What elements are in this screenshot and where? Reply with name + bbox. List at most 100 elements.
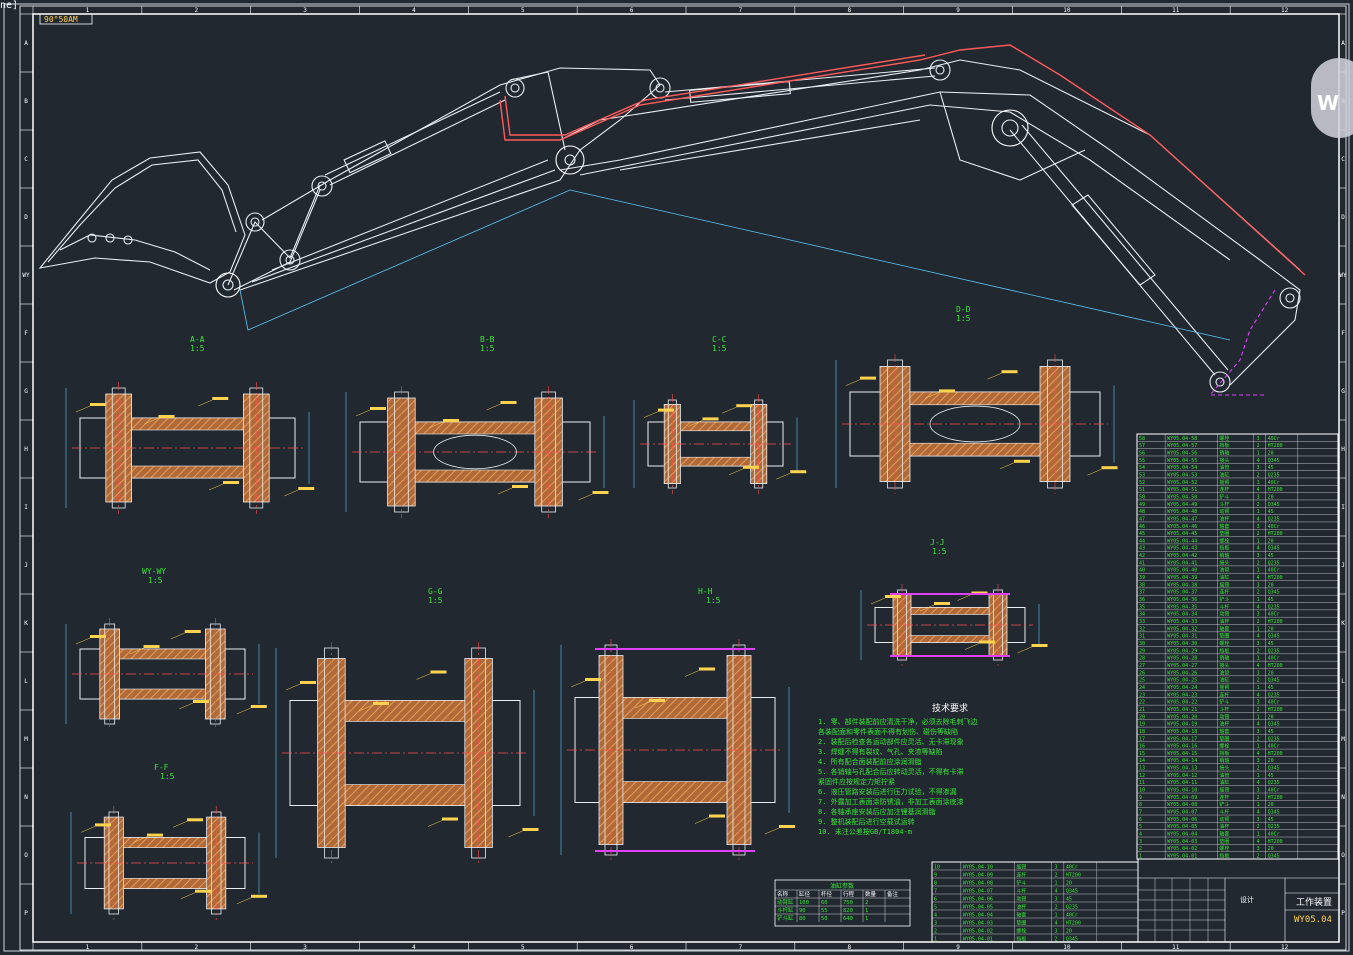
section-label-cc: C-C bbox=[712, 335, 727, 344]
border-col-label-top: 1 bbox=[86, 7, 90, 14]
part-name: 垫圈 bbox=[1016, 920, 1026, 927]
part-code: WY05.04-57 bbox=[1167, 443, 1197, 449]
part-name: 油缸 bbox=[1219, 677, 1229, 684]
part-name: 油管 bbox=[1219, 772, 1229, 779]
section-scale-gg: 1:5 bbox=[428, 596, 443, 605]
border-row-label-left: WY bbox=[22, 272, 30, 279]
part-qty: 1 bbox=[1257, 773, 1260, 779]
part-name: 动臂 bbox=[1219, 611, 1229, 618]
part-material: 45 bbox=[1268, 685, 1274, 691]
part-name: 油缸 bbox=[1219, 574, 1229, 581]
part-qty: 4 bbox=[1054, 889, 1057, 895]
part-material: Q235 bbox=[1268, 604, 1280, 610]
part-material: Q345 bbox=[1268, 678, 1280, 684]
part-material: Q345 bbox=[1268, 502, 1280, 508]
part-name: 油管 bbox=[1219, 669, 1229, 676]
border-col-label-bottom: 5 bbox=[521, 944, 525, 951]
section-label-aa: A-A bbox=[190, 335, 205, 344]
part-name: 油管 bbox=[1219, 567, 1229, 574]
part-material: 40Cr bbox=[1268, 744, 1280, 750]
part-name: 连杆 bbox=[1219, 691, 1229, 698]
part-code: WY05.04-40 bbox=[1167, 568, 1197, 574]
part-index: 1 bbox=[1139, 854, 1142, 860]
technical-requirements: 技术要求 1. 零、部件装配前应清洗干净，必须去除毛刺飞边 各装配面和零件表面不… bbox=[818, 702, 978, 836]
part-qty: 2 bbox=[1257, 472, 1260, 478]
border-row-label-right: G bbox=[1341, 388, 1345, 395]
param-table-cell: 90 bbox=[799, 908, 806, 914]
part-index: 7 bbox=[934, 889, 937, 895]
part-qty: 2 bbox=[1257, 443, 1260, 449]
part-code: WY05.04-29 bbox=[1167, 648, 1197, 654]
part-material: 20 bbox=[1268, 626, 1274, 632]
section-scale-dd: 1:5 bbox=[956, 314, 971, 323]
part-material: 20 bbox=[1268, 450, 1274, 456]
section-scale-wy: 1:5 bbox=[148, 576, 163, 585]
part-index: 36 bbox=[1139, 597, 1145, 603]
part-qty: 4 bbox=[1257, 722, 1260, 728]
part-index: 2 bbox=[1139, 846, 1142, 852]
section-label-bb: B-B bbox=[480, 335, 495, 344]
part-material: 20 bbox=[1268, 846, 1274, 852]
part-name: 螺栓 bbox=[1219, 640, 1229, 647]
part-name: 挡板 bbox=[1219, 750, 1229, 757]
part-material: HT200 bbox=[1268, 751, 1283, 757]
param-table-header: 行程 bbox=[843, 890, 855, 898]
part-index: 32 bbox=[1139, 626, 1145, 632]
part-index: 53 bbox=[1139, 472, 1145, 478]
stick-cylinder bbox=[664, 67, 936, 103]
part-material: 40Cr bbox=[1268, 524, 1280, 530]
part-qty: 1 bbox=[1257, 802, 1260, 808]
part-qty: 3 bbox=[1257, 465, 1260, 471]
part-material: 45 bbox=[1268, 817, 1274, 823]
part-index: 58 bbox=[1139, 436, 1145, 442]
part-material: 40Cr bbox=[1268, 656, 1280, 662]
bucket-pin-detail bbox=[1208, 289, 1276, 396]
part-name: 摇臂 bbox=[1219, 479, 1229, 486]
section-view-ff bbox=[70, 806, 267, 920]
part-material: 20 bbox=[1268, 714, 1274, 720]
part-material: 45 bbox=[1066, 897, 1072, 903]
section-view-jj bbox=[860, 584, 1048, 666]
border-col-label-top: 3 bbox=[303, 7, 307, 14]
tech-req-line: 2. 装配后检查各运动部件应灵活、无卡滞现象 bbox=[818, 737, 964, 746]
part-index: 52 bbox=[1139, 480, 1145, 486]
part-material: 20 bbox=[1268, 670, 1274, 676]
part-qty: 3 bbox=[1054, 897, 1057, 903]
part-material: Q345 bbox=[1066, 889, 1078, 895]
part-code: WY05.04-13 bbox=[1167, 766, 1197, 772]
part-qty: 3 bbox=[1054, 929, 1057, 935]
part-name: 垫圈 bbox=[1219, 530, 1229, 537]
part-qty: 1 bbox=[1257, 685, 1260, 691]
part-name: 连杆 bbox=[1219, 589, 1229, 596]
part-material: HT200 bbox=[1268, 531, 1283, 537]
border-row-label-right: P bbox=[1341, 910, 1345, 917]
part-material: Q235 bbox=[1268, 472, 1280, 478]
part-name: 轴套 bbox=[1016, 912, 1026, 919]
part-code: WY05.04-09 bbox=[963, 873, 993, 879]
part-index: 22 bbox=[1139, 700, 1145, 706]
part-code: WY05.04-10 bbox=[1167, 788, 1197, 794]
part-code: WY05.04-38 bbox=[1167, 582, 1197, 588]
part-index: 29 bbox=[1139, 648, 1145, 654]
part-index: 46 bbox=[1139, 524, 1145, 530]
part-name: 铲斗 bbox=[1219, 596, 1229, 603]
